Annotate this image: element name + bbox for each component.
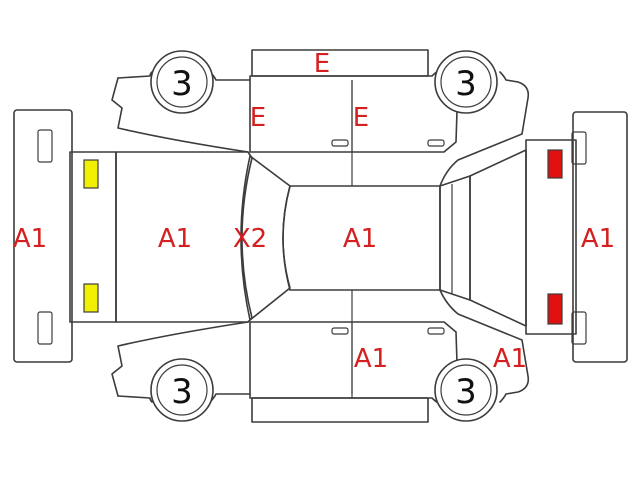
front-lamp-top [83,159,99,189]
wheel-rear-left-label: 3 [455,64,477,104]
rear-lamp-top [547,149,563,179]
wheel-rear-right: 3 [434,358,498,422]
mark-front-bumper: A1 [13,224,47,254]
mark-rear-door-bottom: A1 [354,344,388,374]
wheel-front-left: 3 [150,50,214,114]
mark-roof-top-edge: E [314,49,330,79]
bottom-side-profile [111,289,530,405]
front-lamp-bottom [83,283,99,313]
rear-lamp-bottom [547,293,563,325]
mark-rear-quarter-bottom: A1 [493,344,527,374]
mark-roof: A1 [343,224,377,254]
front-bumper-panel [13,109,73,363]
tailgate-panel [469,139,577,335]
roof-edge-strip-bottom [251,397,429,423]
wheel-front-left-label: 3 [171,64,193,104]
mark-front-door-top: E [250,103,266,133]
wheel-rear-left: 3 [434,50,498,114]
roof-edge-strip-top [251,49,429,77]
mark-rear-bumper: A1 [581,224,615,254]
rear-window-panel [439,175,471,301]
top-side-profile [111,69,530,187]
mark-hood: A1 [158,224,192,254]
rear-bumper-panel [571,111,628,363]
wheel-front-right: 3 [150,358,214,422]
mark-rear-door-top: E [353,103,369,133]
mark-windshield: X2 [233,224,267,254]
wheel-rear-right-label: 3 [455,372,477,412]
wheel-front-right-label: 3 [171,372,193,412]
